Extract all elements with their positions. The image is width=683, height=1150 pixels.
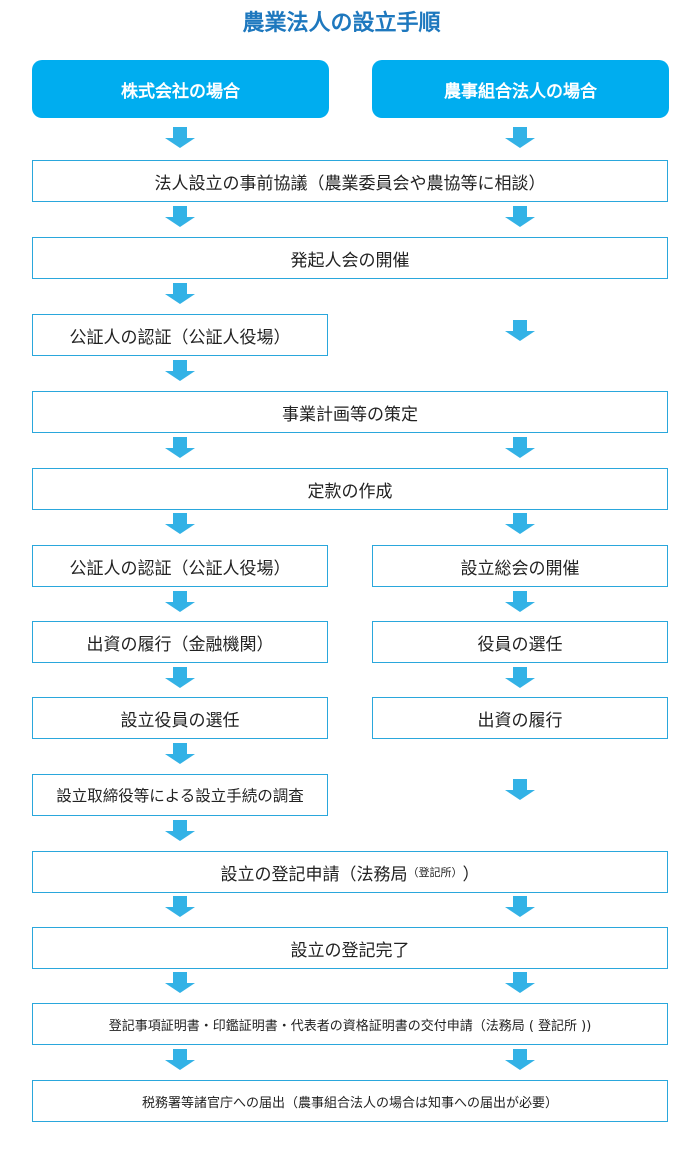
header-noji: 農事組合法人の場合 (372, 60, 669, 118)
registration-application-text: 設立の登記申請（法務局 (220, 864, 408, 885)
flow-arrow (505, 591, 535, 613)
step-capital-payment-bank: 出資の履行（金融機関） (32, 621, 328, 663)
flow-arrow (165, 1049, 195, 1071)
registration-office-note: （登記所） (407, 866, 463, 879)
flow-arrow (165, 283, 195, 305)
step-registration-application: 設立の登記申請（法務局（登記所）） (32, 851, 668, 893)
flow-arrow (165, 360, 195, 382)
step-founding-meeting: 設立総会の開催 (372, 545, 668, 587)
flow-arrow (505, 206, 535, 228)
flow-arrow (165, 743, 195, 765)
page-title: 農業法人の設立手順 (242, 11, 441, 36)
step-notary-cert-2: 公証人の認証（公証人役場） (32, 545, 328, 587)
flow-arrow (505, 1049, 535, 1071)
flow-arrow (165, 667, 195, 689)
flow-arrow (505, 667, 535, 689)
header-kabushiki: 株式会社の場合 (32, 60, 329, 118)
registration-application-close: ） (462, 864, 480, 885)
step-officer-election: 役員の選任 (372, 621, 668, 663)
step-capital-payment: 出資の履行 (372, 697, 668, 739)
flow-arrow (505, 779, 535, 801)
flow-arrow (165, 206, 195, 228)
flow-arrow (505, 513, 535, 535)
step-prior-consultation: 法人設立の事前協議（農業委員会や農協等に相談） (32, 160, 668, 202)
step-business-plan: 事業計画等の策定 (32, 391, 668, 433)
flow-arrow (505, 320, 535, 342)
step-notifications: 税務署等諸官庁への届出（農事組合法人の場合は知事への届出が必要） (32, 1080, 668, 1122)
flow-arrow (165, 127, 195, 149)
flow-arrow (505, 437, 535, 459)
step-notary-cert-1: 公証人の認証（公証人役場） (32, 314, 328, 356)
flow-arrow (165, 437, 195, 459)
step-articles: 定款の作成 (32, 468, 668, 510)
flow-arrow (165, 513, 195, 535)
flow-arrow (505, 972, 535, 994)
step-founding-investigation: 設立取締役等による設立手続の調査 (32, 774, 328, 816)
flow-arrow (505, 127, 535, 149)
step-certificate-request: 登記事項証明書・印鑑証明書・代表者の資格証明書の交付申請（法務局 ( 登記所 )… (32, 1003, 668, 1045)
flow-arrow (165, 591, 195, 613)
step-registration-complete: 設立の登記完了 (32, 927, 668, 969)
flow-arrow (505, 896, 535, 918)
step-promoters-meeting: 発起人会の開催 (32, 237, 668, 279)
flow-arrow (165, 972, 195, 994)
step-founding-officers: 設立役員の選任 (32, 697, 328, 739)
flow-arrow (165, 820, 195, 842)
flow-arrow (165, 896, 195, 918)
